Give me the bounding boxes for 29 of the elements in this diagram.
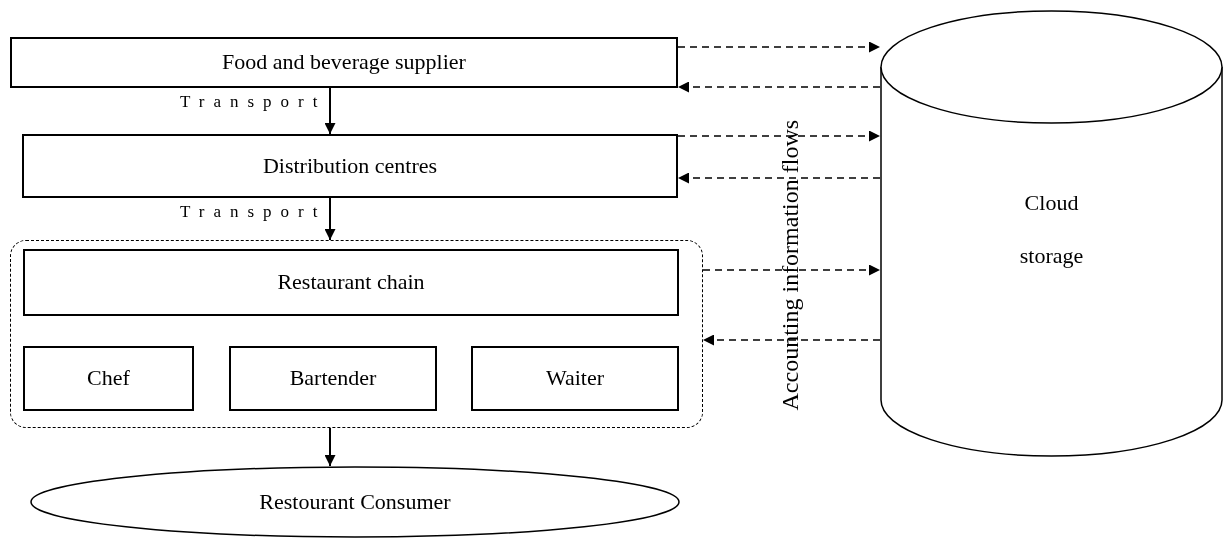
node-label: Chef [87, 365, 130, 392]
edge-label: Transport [180, 202, 327, 222]
arrow [677, 172, 881, 184]
node-label: Cloud storage [1018, 188, 1085, 270]
process-box [23, 346, 194, 411]
node-label: Food and beverage supplier [222, 49, 466, 76]
node-label: Restaurant chain [277, 269, 425, 296]
arrow [702, 264, 881, 276]
node-label: Restourant Consumer [259, 488, 451, 516]
rotated-label: Accounting information flows [776, 118, 804, 413]
process-box [23, 249, 679, 316]
arrow [677, 81, 881, 93]
node-label: Distribution centres [262, 152, 438, 180]
node-label: Bartender [289, 365, 377, 392]
dashed-group-box [10, 240, 703, 428]
process-box [10, 37, 678, 88]
edge-label: Transport [180, 92, 327, 112]
process-box [471, 346, 679, 411]
process-box [22, 134, 678, 198]
storage-cylinder [880, 10, 1223, 457]
arrow [324, 197, 336, 241]
arrow [324, 87, 336, 135]
process-box [229, 346, 437, 411]
arrow [677, 130, 881, 142]
arrow [702, 334, 881, 346]
node-label: Waiter [545, 365, 605, 392]
arrow [324, 427, 336, 467]
ellipse-node [30, 466, 680, 538]
arrow [677, 41, 881, 53]
